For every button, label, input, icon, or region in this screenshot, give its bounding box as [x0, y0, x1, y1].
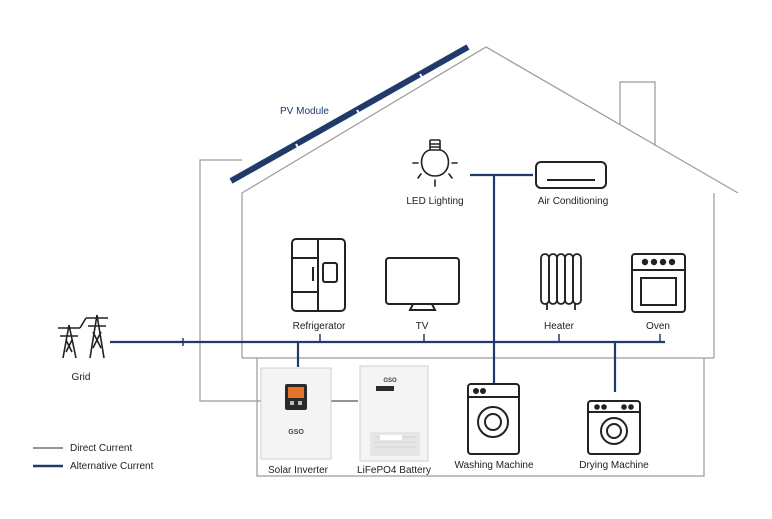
pv-module — [229, 44, 470, 184]
tv-icon — [385, 257, 460, 311]
oven-label: Oven — [646, 321, 670, 332]
refrigerator-icon — [291, 238, 346, 312]
inverter-brand: GSO — [288, 429, 304, 436]
oven-icon — [631, 253, 686, 313]
ac-ticks — [182, 334, 661, 346]
tv-label: TV — [416, 321, 429, 332]
led-lighting-label: LED Lighting — [406, 196, 463, 207]
heater-label: Heater — [544, 321, 575, 332]
ac-wiring — [110, 173, 665, 392]
battery-brand: GSO — [383, 378, 397, 384]
drying-machine-label: Drying Machine — [579, 460, 649, 471]
led-bulb-icon — [412, 139, 458, 187]
grid-label: Grid — [72, 372, 91, 383]
pv-module-label: PV Module — [280, 106, 329, 117]
legend: Direct Current Alternative Current — [33, 443, 154, 472]
house-outline — [199, 46, 739, 477]
lifepo4-battery-icon — [359, 365, 429, 462]
refrigerator-label: Refrigerator — [293, 321, 346, 332]
solar-inverter-label: Solar Inverter — [268, 465, 329, 476]
heater-icon — [540, 253, 582, 310]
grid-tower-icon — [58, 314, 108, 359]
air-conditioning-label: Air Conditioning — [538, 196, 609, 207]
legend-dc-label: Direct Current — [70, 443, 132, 454]
washing-machine-icon — [467, 383, 520, 455]
air-conditioner-icon — [535, 161, 607, 189]
drying-machine-icon — [587, 400, 641, 455]
legend-ac-label: Alternative Current — [70, 461, 154, 472]
lifepo4-battery-label: LiFePO4 Battery — [357, 465, 431, 476]
solar-inverter-icon — [260, 367, 332, 460]
washing-machine-label: Washing Machine — [454, 460, 534, 471]
